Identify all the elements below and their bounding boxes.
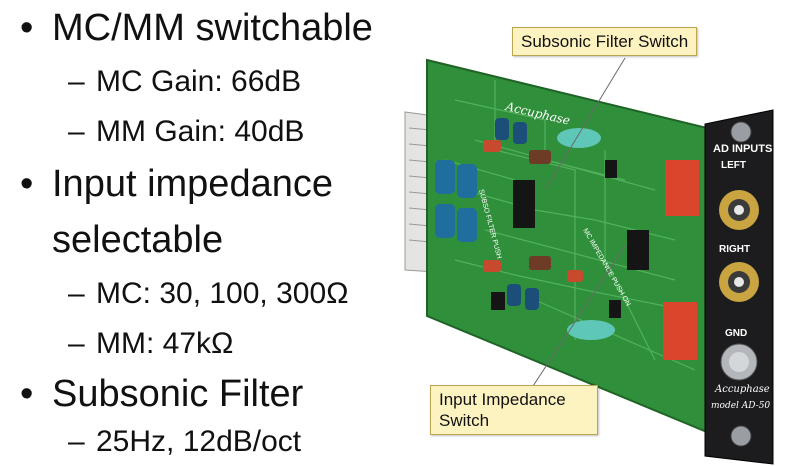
sub-text: MM: 47kΩ <box>96 327 234 360</box>
left-label: LEFT <box>721 160 746 171</box>
bullet-text: Input impedance <box>52 163 333 205</box>
bullet-list: •MC/MM switchable –MC Gain: 66dB –MM Gai… <box>20 6 373 460</box>
gnd-label: GND <box>725 328 747 339</box>
gnd-knob-icon <box>720 343 758 381</box>
right-label: RIGHT <box>719 244 750 255</box>
bullet-text: Subsonic Filter <box>52 373 304 415</box>
bullet-continuation: selectable <box>52 218 223 262</box>
callout-text-line1: Input Impedance <box>439 390 566 409</box>
small-ic-group <box>491 160 621 318</box>
sub-text: MC Gain: 66dB <box>96 65 302 98</box>
bullet-dot: • <box>20 7 34 49</box>
sub-text: 25Hz, 12dB/oct <box>96 425 302 458</box>
bullet-text: selectable <box>52 219 224 261</box>
dash: – <box>68 277 85 310</box>
bullet-mc-mm: • MC/MM switchable <box>20 6 373 50</box>
relay-top <box>665 160 699 216</box>
rca-jack-right-icon <box>719 262 759 302</box>
callout-subsonic-filter-switch: Subsonic Filter Switch <box>512 27 698 56</box>
screw-bottom-icon <box>730 425 752 447</box>
film-capacitors <box>483 140 583 282</box>
rca-jack-left-icon <box>719 190 759 230</box>
screw-top-icon <box>730 121 752 143</box>
ic-chip-impedance <box>627 230 649 270</box>
sub-text: MM Gain: 40dB <box>96 115 305 148</box>
panel-model-text: model AD-50 <box>711 401 770 411</box>
callout-text-line2: Switch <box>439 411 490 430</box>
board-photo: Accuphase SUBSO FILTER PUSH MC IMPEDANCE… <box>404 57 774 465</box>
panel-brand-text: Accuphase <box>714 384 770 395</box>
bullet-subsonic: • Subsonic Filter <box>20 372 303 416</box>
dash: – <box>68 327 85 360</box>
callout-text: Subsonic Filter Switch <box>521 32 689 51</box>
capacitor-group <box>435 118 539 310</box>
sub-subsonic-spec: –25Hz, 12dB/oct <box>68 424 301 460</box>
ic-chip-subsonic <box>513 180 535 228</box>
sub-mm-impedance: –MM: 47kΩ <box>68 326 233 362</box>
turquoise-capacitors <box>557 128 615 340</box>
relay-bottom <box>663 302 697 360</box>
sub-text: MC: 30, 100, 300Ω <box>96 277 349 310</box>
bullet-dot: • <box>20 373 34 415</box>
dash: – <box>68 65 85 98</box>
sub-mc-gain: –MC Gain: 66dB <box>68 64 301 100</box>
sub-mm-gain: –MM Gain: 40dB <box>68 114 304 150</box>
sub-mc-impedance: –MC: 30, 100, 300Ω <box>68 276 349 312</box>
brown-capacitors <box>529 150 551 270</box>
dash: – <box>68 115 85 148</box>
callout-leader-subsonic <box>544 57 626 191</box>
bullet-text: MC/MM switchable <box>52 7 373 49</box>
callout-leader-impedance <box>532 245 626 387</box>
bullet-input-impedance: • Input impedance <box>20 162 333 206</box>
panel-title: AD INPUTS <box>713 143 772 155</box>
bullet-dot: • <box>20 163 34 205</box>
callout-input-impedance-switch: Input Impedance Switch <box>430 385 598 435</box>
dash: – <box>68 425 85 458</box>
